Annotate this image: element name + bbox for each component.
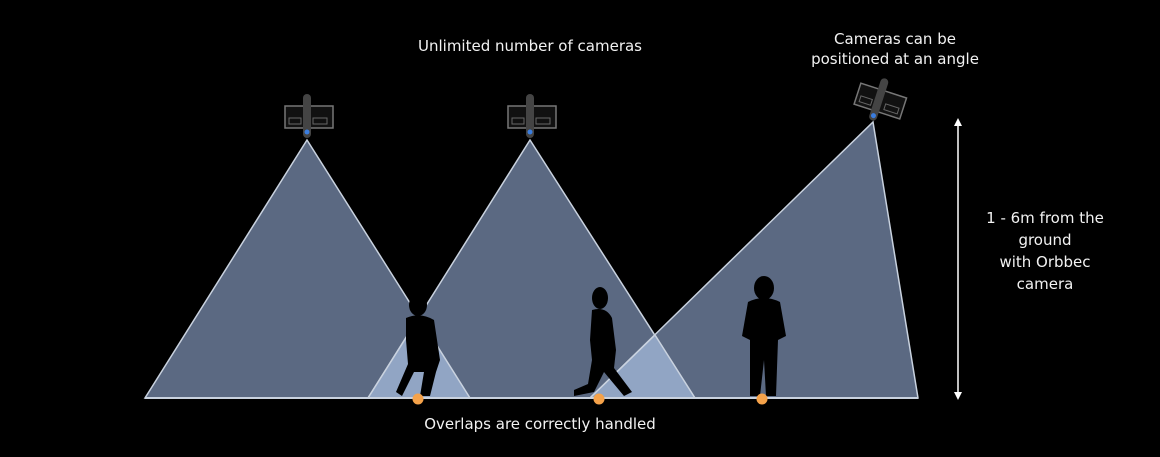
height-label-line-1: 1 - 6m from the (986, 209, 1104, 227)
person-silhouette-1 (396, 294, 440, 396)
overlaps-label: Overlaps are correctly handled (424, 415, 656, 433)
angled-camera-icon (853, 78, 908, 121)
camera-icon (284, 94, 334, 138)
person-silhouette-2 (574, 287, 632, 396)
angle-label-line-2: positioned at an angle (811, 50, 979, 68)
camera-icon (507, 94, 557, 138)
position-dot-3 (756, 393, 768, 405)
unlimited-cameras-label: Unlimited number of cameras (418, 37, 642, 55)
angle-label-line-1: Cameras can be (834, 30, 956, 48)
height-label: 1 - 6m from the ground with Orbbec camer… (970, 207, 1120, 295)
height-arrow (954, 118, 962, 400)
height-label-line-3: with Orbbec (999, 253, 1091, 271)
person-silhouette-3 (742, 276, 786, 396)
position-dot-2 (593, 393, 605, 405)
angle-label: Cameras can be positioned at an angle (790, 29, 1000, 69)
height-label-line-2: ground (1018, 231, 1072, 249)
height-label-line-4: camera (1016, 275, 1074, 293)
position-dot-1 (412, 393, 424, 405)
